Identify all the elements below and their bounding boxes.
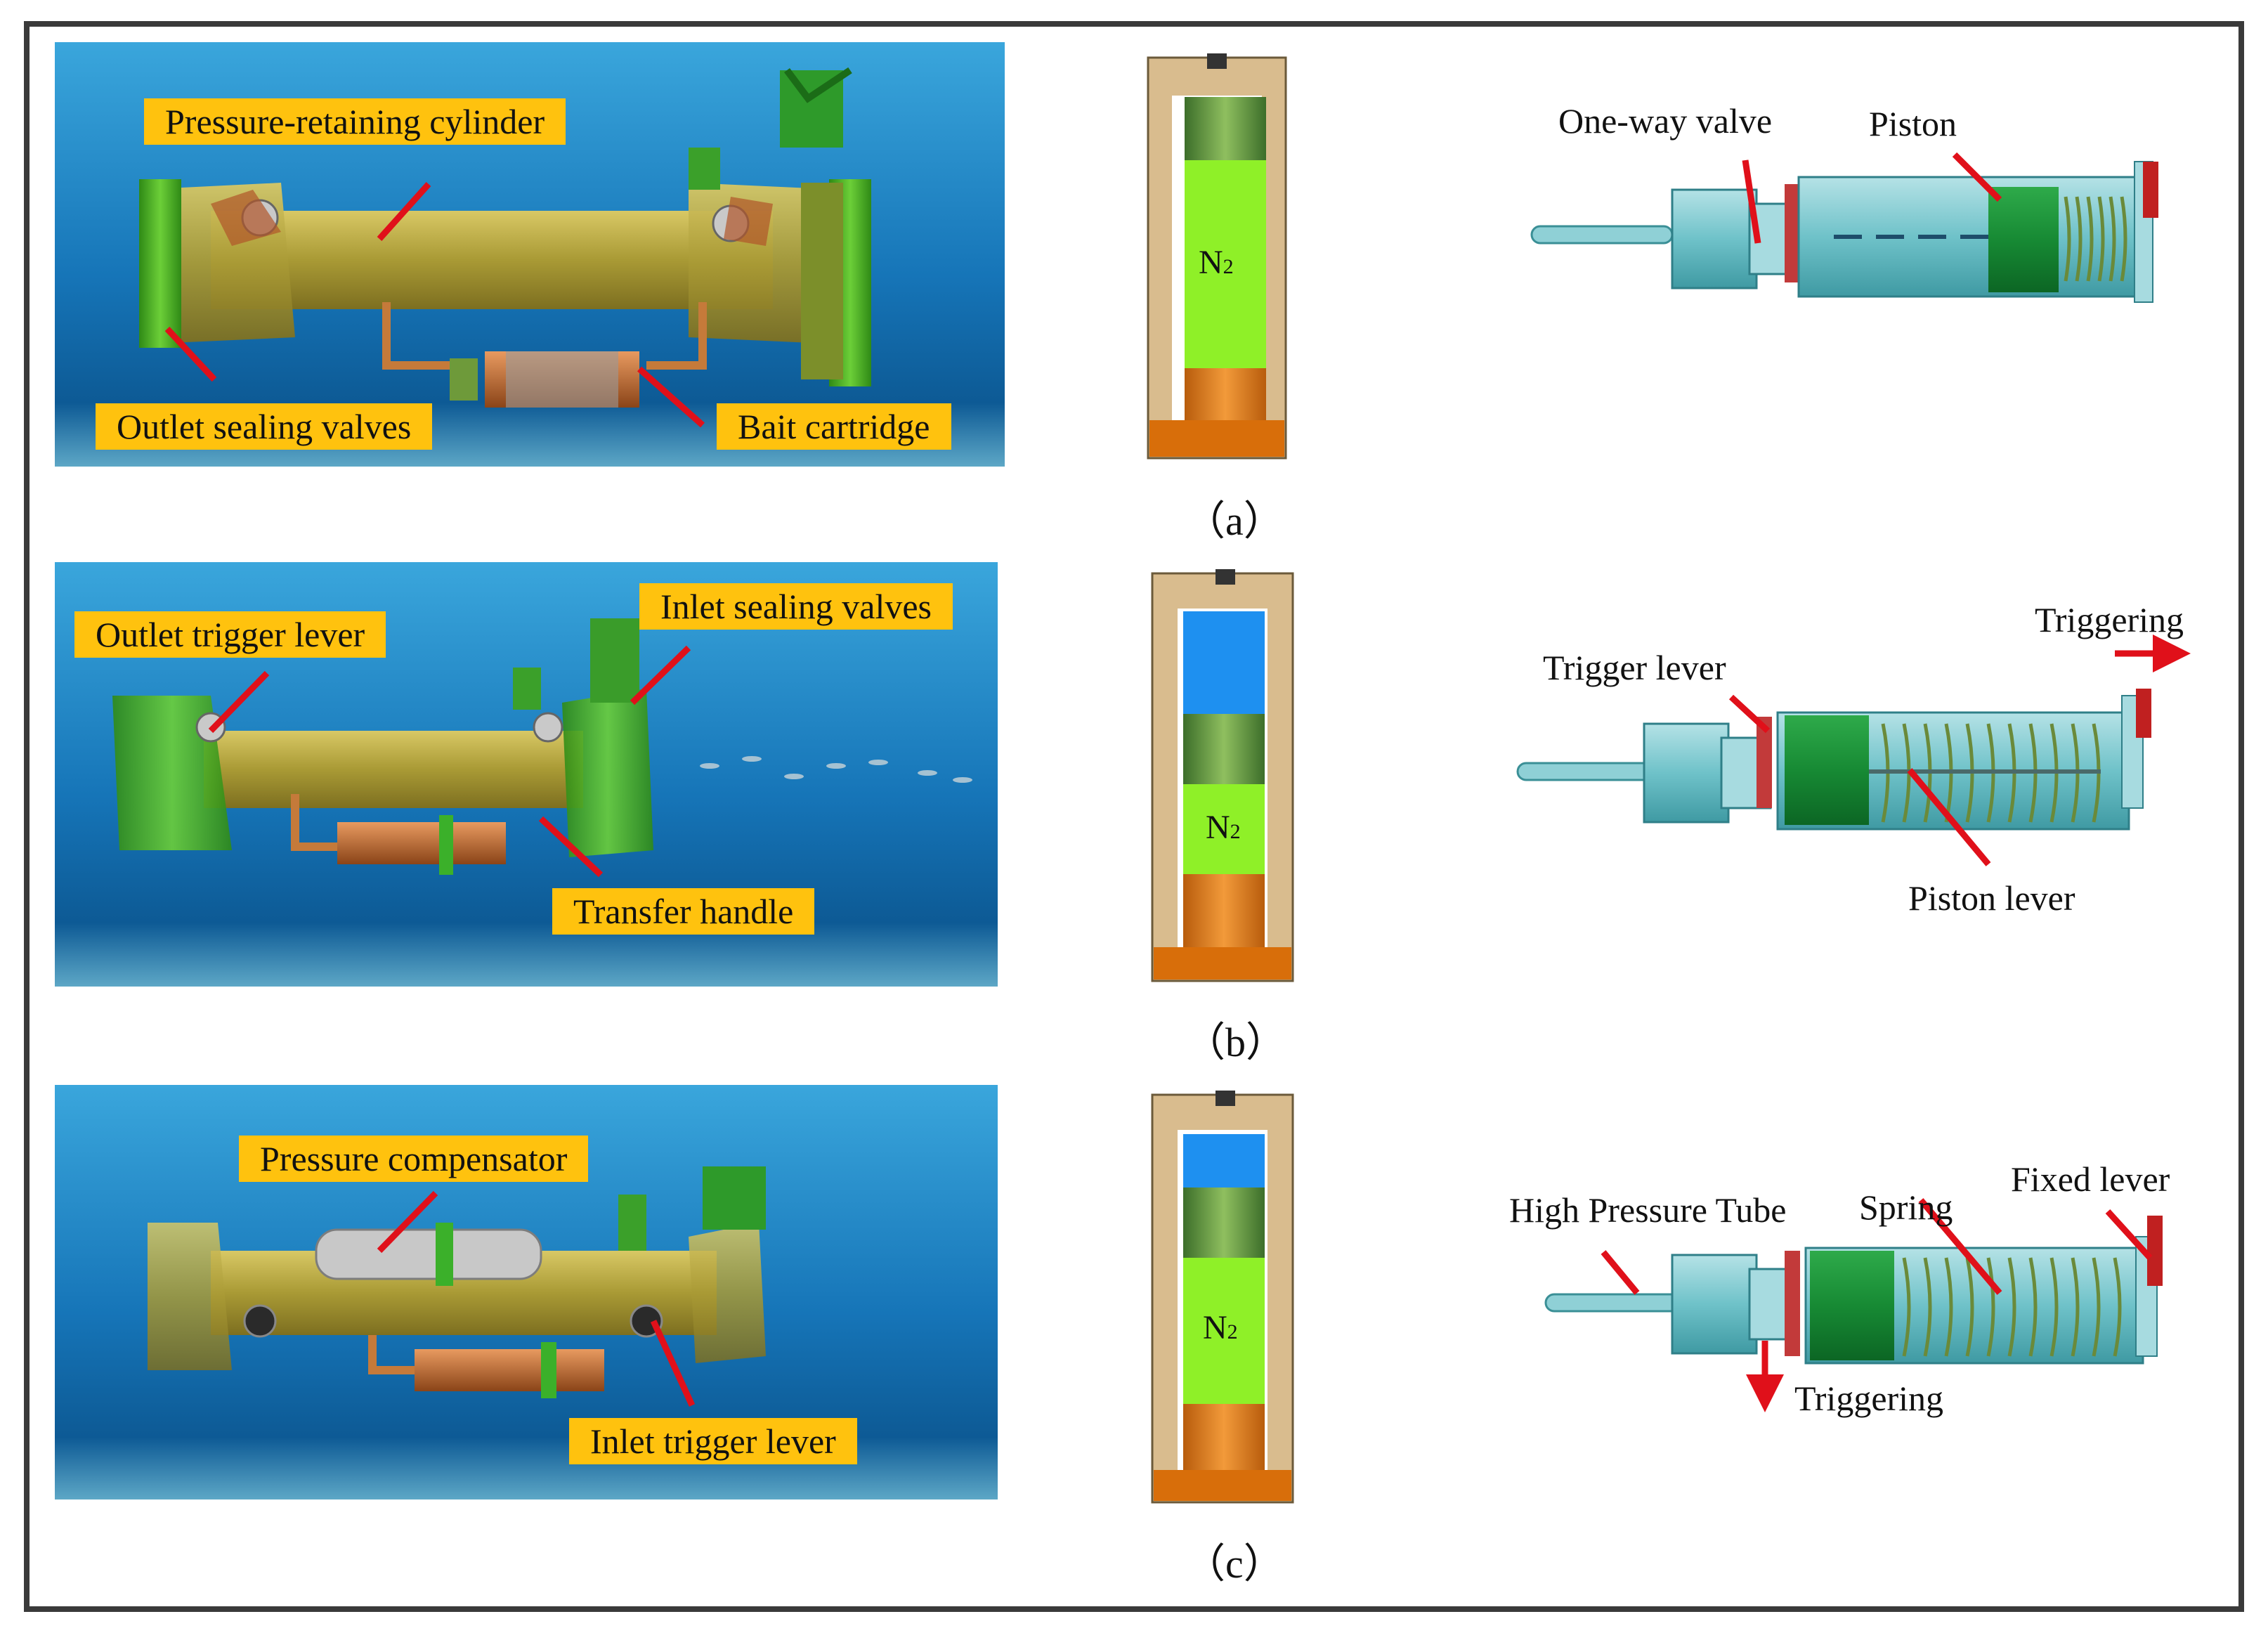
label-fixed-lever: Fixed lever [2011,1159,2170,1199]
label-inlet-trigger-lever: Inlet trigger lever [569,1418,857,1464]
label-piston: Piston [1869,104,1957,143]
label-outlet-sealing-valves: Outlet sealing valves [96,403,433,450]
panel-c-cylinder [1151,1091,1294,1504]
label-triggering-b: Triggering [2035,600,2184,639]
panel-c-mechanism [1544,1216,2163,1365]
label-outlet-trigger-lever: Outlet trigger lever [74,611,386,658]
label-pressure-compensator: Pressure compensator [239,1136,589,1182]
gas-label-a: N2 [1199,244,1234,281]
label-high-pressure-tube: High Pressure Tube [1509,1190,1787,1230]
caption-a: （a） [1185,498,1284,544]
label-one-way-valve: One-way valve [1558,101,1773,141]
label-pressure-retaining-cylinder: Pressure-retaining cylinder [144,98,566,145]
caption-c: （c） [1185,1541,1284,1587]
panel-b-cylinder [1151,569,1294,982]
label-inlet-sealing-valves: Inlet sealing valves [639,583,953,630]
label-spring: Spring [1859,1188,1953,1227]
label-piston-lever: Piston lever [1908,878,2075,918]
gas-label-c: N2 [1203,1309,1238,1346]
label-transfer-handle: Transfer handle [552,888,815,935]
panel-a-mechanism [1530,161,2158,303]
gas-label-b: N2 [1206,809,1241,846]
panel-a-cylinder [1147,53,1287,460]
caption-b: （b） [1185,1020,1287,1065]
panel-b-mechanism [1516,689,2151,831]
label-triggering-c: Triggering [1794,1379,1944,1418]
label-bait-cartridge: Bait cartridge [717,403,951,450]
label-trigger-lever: Trigger lever [1543,648,1726,687]
figure-frame [24,21,2244,1612]
